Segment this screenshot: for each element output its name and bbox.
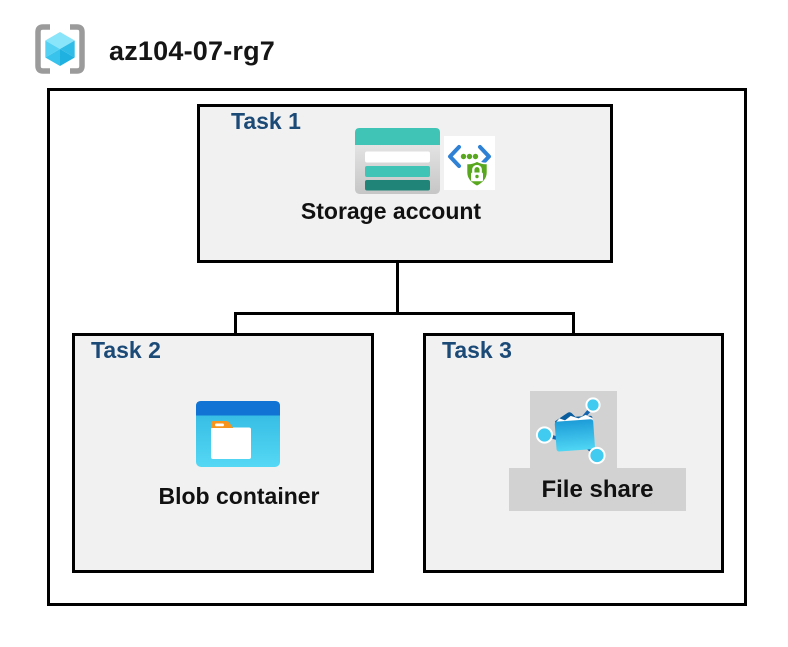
task2-label: Task 2 (91, 337, 161, 363)
task3-label: Task 3 (442, 337, 512, 363)
blob-container-icon (196, 401, 280, 472)
storage-account-label: Storage account (300, 198, 482, 224)
connector-storage-trunk (396, 232, 399, 314)
task1-label: Task 1 (231, 108, 301, 134)
task2-box (72, 333, 374, 573)
storage-account-icon (355, 128, 440, 199)
resource-group-name: az104-07-rg7 (109, 36, 275, 66)
connector-branch-horizontal (234, 312, 575, 315)
file-share-label: File share (541, 475, 654, 503)
sas-security-icon (444, 136, 495, 195)
resource-group-header: az104-07-rg7 (33, 22, 275, 81)
blob-container-label: Blob container (158, 483, 320, 509)
fileshare-label-band: File share (509, 468, 686, 511)
resource-group-icon (33, 22, 87, 81)
file-share-icon (535, 394, 613, 471)
